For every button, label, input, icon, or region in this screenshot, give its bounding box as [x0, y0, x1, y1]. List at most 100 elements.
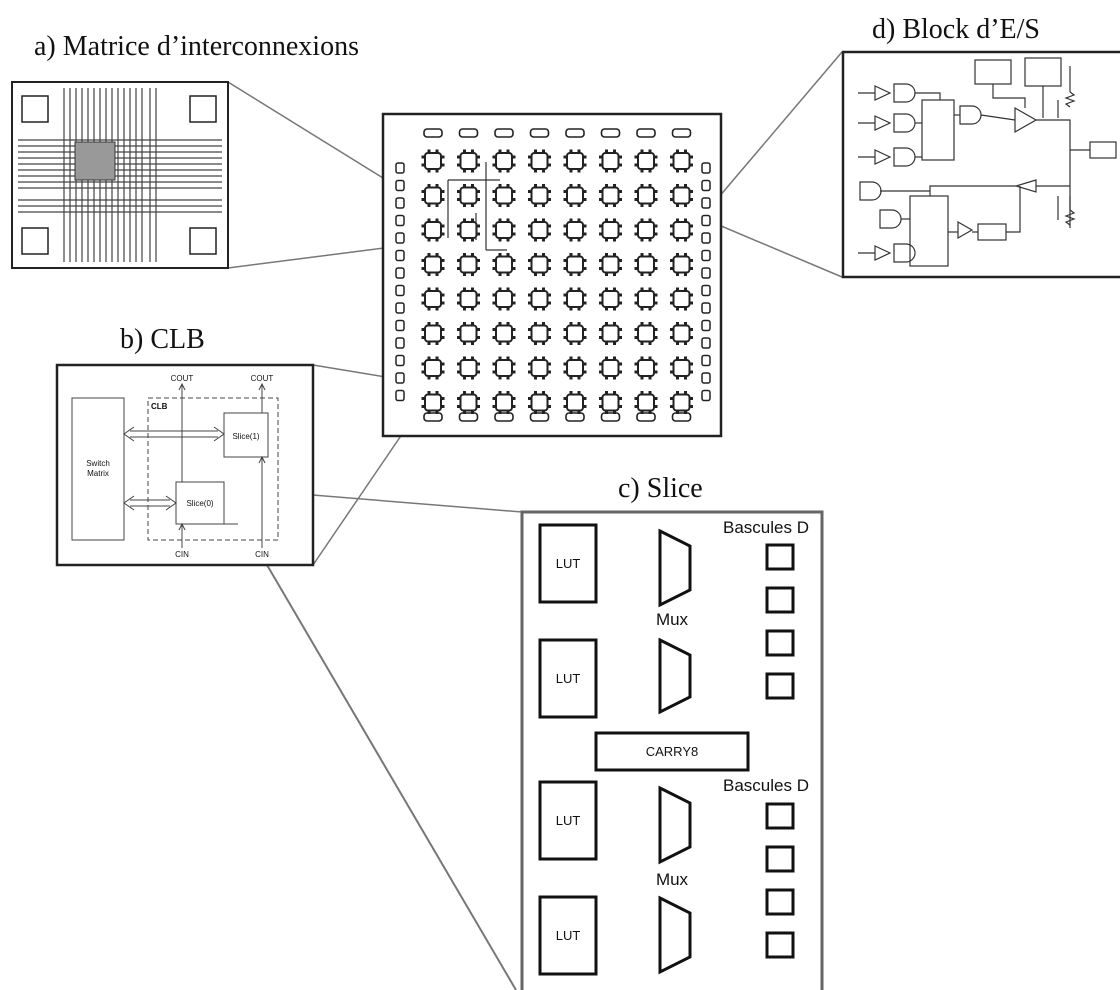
clb-tile-pin: [583, 336, 587, 339]
clb-tile-pin: [512, 328, 516, 331]
clb-tile-pin: [457, 328, 460, 331]
clb-tile-pin: [684, 149, 687, 153]
clb-tile-pin: [654, 232, 658, 236]
clb-tile-pin: [577, 342, 581, 345]
clb-tile: [566, 221, 584, 239]
clb-tile-pin: [634, 370, 638, 374]
clb-tile-pin: [528, 301, 531, 305]
clb-tile-pin: [654, 336, 658, 339]
clb-tile: [601, 393, 620, 412]
clb-tile-pin: [441, 267, 445, 270]
clb-tile-pin: [534, 356, 537, 360]
clb-tile-pin: [583, 397, 587, 400]
clb-tile-pin: [654, 301, 658, 305]
clb-tile-pin: [648, 204, 652, 207]
clb-tile-pin: [441, 259, 445, 262]
clb-tile-pin: [498, 273, 502, 276]
clb-tile-pin: [563, 232, 567, 236]
clb-tile: [672, 359, 691, 377]
clb-tile-pin: [463, 307, 466, 311]
cout-left-label: COUT: [171, 374, 194, 383]
slice0-label: Slice(0): [186, 499, 213, 508]
clb-tile-pin: [599, 190, 602, 193]
clb-tile-pin: [619, 328, 622, 331]
clb-tile-pin: [583, 163, 587, 167]
clb-tile: [530, 186, 549, 205]
io-pad: [701, 214, 711, 227]
clb-tile: [566, 393, 584, 412]
lut-1-box: [538, 523, 598, 604]
clb-tile-pin: [492, 259, 496, 262]
clb-tile-pin: [690, 405, 693, 408]
clb-tile-pin: [563, 155, 567, 159]
clb-tile-pin: [613, 287, 616, 291]
clb-tile-pin: [634, 397, 638, 400]
clb-tile-pin: [477, 328, 480, 331]
clb-tile-pin: [528, 259, 531, 262]
clb-tile-pin: [498, 204, 502, 207]
io-pad: [701, 354, 711, 367]
clb-tile-pin: [457, 301, 460, 305]
clb-tile: [424, 359, 442, 377]
mux-1-shape: [658, 528, 692, 608]
clb-tile-pin: [534, 218, 537, 222]
clb-tile-pin: [477, 301, 480, 305]
clb-tile: [601, 324, 620, 343]
clb-tile-pin: [492, 198, 496, 201]
clb-tile-pin: [563, 224, 567, 228]
clb-tile-pin: [512, 190, 516, 193]
clb-tile-pin: [528, 267, 531, 270]
clb-tile-pin: [534, 307, 537, 311]
clb-tile-pin: [605, 218, 608, 222]
clb-tile-pin: [435, 322, 439, 325]
io-pad: [701, 179, 711, 192]
clb-tile-pin: [471, 342, 474, 345]
clb-tile-pin: [605, 287, 608, 291]
clb-tile-pin: [435, 218, 439, 222]
clb-tile: [637, 324, 655, 343]
clb-tile-pin: [605, 238, 608, 242]
clb-tile: [672, 393, 691, 412]
clb-tile-pin: [613, 391, 616, 394]
io-pad: [395, 302, 405, 314]
clb-tile: [424, 393, 442, 412]
clb-tile: [424, 290, 442, 308]
clb-tile-pin: [528, 336, 531, 339]
clb-tile-pin: [634, 301, 638, 305]
routing-highlight: [447, 162, 507, 251]
clb-tile-pin: [583, 405, 587, 408]
clb-tile-pin: [542, 273, 545, 276]
clb-tile-pin: [548, 301, 551, 305]
clb-tile-pin: [634, 198, 638, 201]
clb-tile-pin: [506, 218, 510, 222]
clb-tile-pin: [528, 232, 531, 236]
lut-1-label: LUT: [556, 556, 581, 571]
clb-tile-pin: [654, 259, 658, 262]
clb-tile-pin: [492, 328, 496, 331]
clb-tile-pin: [463, 342, 466, 345]
clb-tile-pin: [640, 273, 644, 276]
clb-tile-pin: [457, 224, 460, 228]
clb-tile-pin: [512, 336, 516, 339]
clb-tile-pin: [506, 238, 510, 242]
clb-tile-pin: [605, 376, 608, 380]
clb-tile-pin: [471, 149, 474, 153]
clb-tile-pin: [577, 322, 581, 325]
clb-tile-pin: [599, 224, 602, 228]
clb-tile-pin: [548, 397, 551, 400]
io-pad: [395, 319, 405, 332]
io-block-panel: [841, 50, 1120, 279]
io-pad: [701, 284, 711, 297]
clb-tile-pin: [421, 397, 425, 400]
io-pad: [701, 267, 711, 279]
title-interconnect-matrix: a) Matrice d’interconnexions: [34, 31, 359, 62]
clb-tile-pin: [477, 397, 480, 400]
clb-tile-pin: [528, 397, 531, 400]
clb-tile-pin: [640, 253, 644, 256]
clb-tile-pin: [676, 307, 679, 311]
clb-tile-pin: [577, 307, 581, 311]
clb-tile: [566, 255, 584, 274]
clb-tile-pin: [648, 376, 652, 380]
clb-tile-pin: [441, 293, 445, 297]
clb-tile-pin: [427, 184, 431, 187]
